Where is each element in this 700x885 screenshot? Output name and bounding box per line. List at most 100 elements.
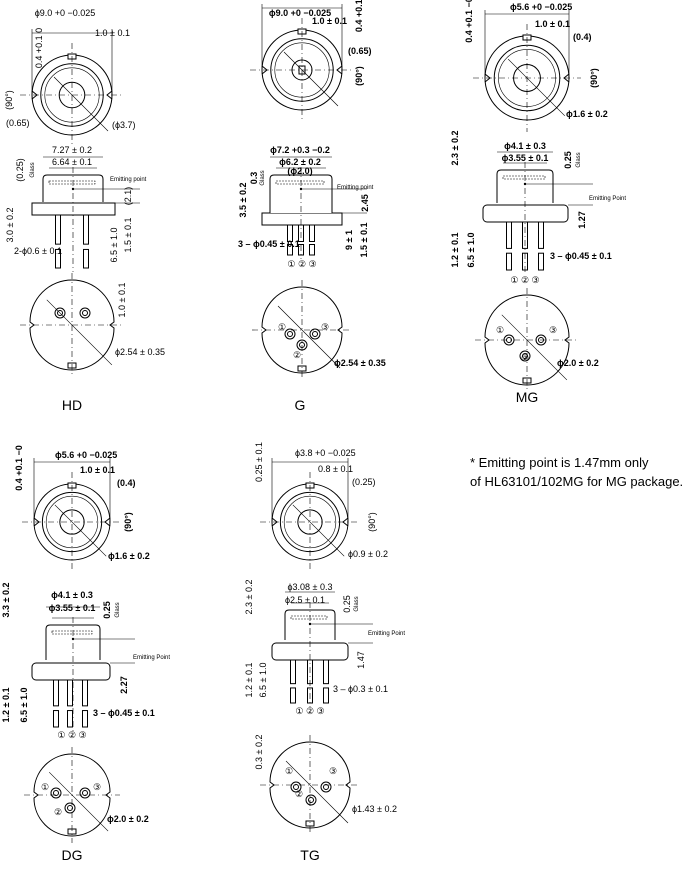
pin-circle [79, 787, 91, 799]
window-circle [297, 509, 323, 535]
glass-window [290, 615, 328, 620]
dimension-label: ϕ2.54 ± 0.35 [115, 347, 165, 357]
dimension-label: 1.2 ± 0.1 [1, 688, 11, 723]
dimension-label: ϕ5.6 +0 −0.025 [55, 450, 117, 460]
dimension-label: ϕ6.2 ± 0.2 [279, 157, 321, 167]
dimension-label: ③ [329, 766, 337, 776]
package-name: DG [62, 847, 83, 863]
cap-outer-circle [493, 44, 561, 112]
pin [83, 214, 89, 245]
dimension-label: ② [293, 350, 301, 360]
pin [82, 679, 88, 707]
bottom-outline [29, 279, 115, 371]
side-view [31, 606, 135, 731]
pin-end [538, 252, 544, 271]
dimension-label: 0.25 [342, 595, 352, 613]
dimension-label: 0.3 ± 0.2 [254, 735, 264, 770]
top-view [20, 29, 124, 147]
dimension-label: 3.5 ± 0.2 [238, 183, 248, 218]
pin-circle [290, 781, 302, 793]
pin-circle [519, 350, 531, 362]
dimension-label: ϕ9.0 +0 −0.025 [35, 8, 96, 18]
dimension-label: Emitting Point [589, 196, 626, 202]
top-view [22, 458, 122, 572]
dimension-label: ϕ3.55 ± 0.1 [49, 603, 96, 613]
pin-end [287, 244, 293, 256]
pin-end [83, 248, 89, 269]
dimension-label: 9 ± 1 [344, 230, 354, 250]
dimension-label: (ϕ2.0) [287, 166, 312, 176]
dimension-label: 0.4 +0.1 0 [34, 28, 44, 68]
dimension-label: ϕ3.08 ± 0.3 [287, 582, 332, 592]
pin [309, 224, 315, 242]
pcd-leader [46, 299, 113, 366]
dimension-label: Glass [576, 152, 582, 167]
pin-core [53, 790, 59, 796]
dimension-label: ① ② ③ [287, 259, 316, 269]
pin-core [67, 805, 73, 811]
dimension-label: 2.45 [360, 194, 370, 212]
dimension-label: (0.4) [117, 478, 136, 488]
dimension-label: ϕ0.9 ± 0.2 [348, 549, 388, 559]
flange [482, 204, 569, 223]
pcd-leader [48, 771, 109, 832]
pin [53, 679, 59, 707]
side-view [271, 591, 373, 707]
dimension-label: 0.25 ± 0.1 [254, 442, 264, 482]
package-name: G [295, 397, 306, 413]
bottom-view [20, 273, 124, 377]
dimension-label: ϕ1.6 ± 0.2 [566, 109, 608, 119]
dimension-label: 0.4 +0.1 0 [354, 0, 364, 32]
diameter-leader [53, 76, 109, 132]
pin-core [287, 331, 293, 337]
dimension-label: 1.27 [577, 211, 587, 229]
dimension-label: ϕ3.55 ± 0.1 [502, 153, 549, 163]
pin-core [82, 790, 88, 796]
cap-inner-circle [283, 495, 337, 549]
dimension-label: ϕ2.0 ± 0.2 [107, 814, 149, 824]
pin [538, 221, 544, 249]
dimension-label: ϕ4.1 ± 0.3 [51, 590, 93, 600]
dimension-label: Glass [260, 170, 266, 185]
pin-core [506, 337, 512, 343]
pin-end [53, 710, 59, 728]
dimension-label: ③ [549, 325, 557, 335]
pin-end [82, 710, 88, 728]
side-view [31, 156, 140, 272]
pin-core [293, 784, 299, 790]
pin [290, 659, 296, 685]
dimension-label: Glass [115, 602, 121, 617]
dimension-label: 6.5 ± 1.0 [466, 233, 476, 268]
flange [31, 662, 111, 681]
top-view [250, 4, 354, 122]
diameter-leader [292, 504, 345, 557]
dimension-label: 1.5 ± 0.1 [123, 218, 133, 253]
dimension-label: 0.25 [563, 151, 573, 169]
dimension-label: ϕ2.5 ± 0.1 [285, 595, 325, 605]
pin-core [522, 353, 528, 359]
pcd-leader [277, 305, 341, 369]
dimension-label: 6.64 ± 0.1 [52, 157, 92, 167]
dimension-label: Emitting Point [368, 631, 405, 637]
cap-inner-circle [45, 495, 99, 549]
dimension-label: ① ② ③ [295, 706, 324, 716]
dimension-label: ② [54, 807, 62, 817]
pin-circle [503, 334, 515, 346]
pin-end [67, 710, 73, 728]
bottom-view [475, 288, 579, 392]
pin-circle [320, 781, 332, 793]
bottom-outline [33, 753, 111, 837]
side-view [261, 156, 367, 259]
top-view [260, 458, 360, 572]
dimension-label: ① [278, 322, 286, 332]
pin-core [538, 337, 544, 343]
dimension-label: (90°) [589, 68, 599, 88]
glass-window [502, 175, 546, 180]
window-circle [59, 509, 85, 535]
glass-window [275, 180, 325, 185]
